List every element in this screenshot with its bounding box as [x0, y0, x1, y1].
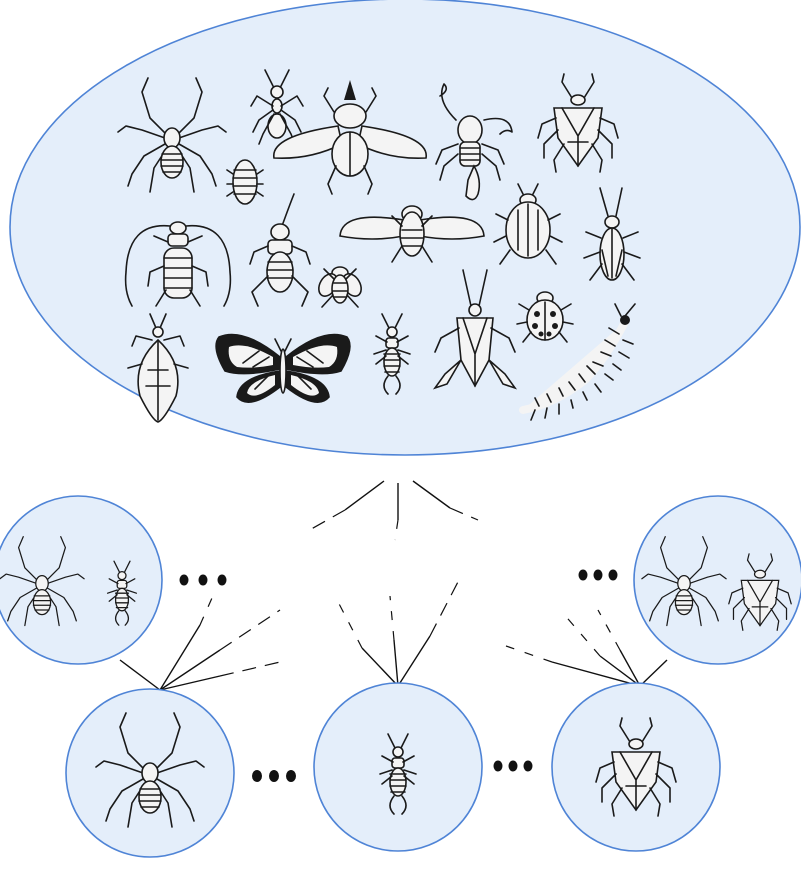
mid-left-node — [0, 496, 162, 664]
bottom-node-spider — [66, 689, 234, 857]
edge-f-dash — [598, 610, 620, 650]
edge-a-dash — [200, 598, 212, 625]
edge-d-dash — [506, 646, 552, 662]
edge-root-left-dash — [306, 510, 345, 532]
edge-center-3 — [398, 636, 430, 686]
edge-root-center-dash — [395, 520, 398, 540]
root-node — [10, 0, 800, 455]
edge-center-2 — [394, 640, 398, 686]
ellipsis-bottom-left — [252, 770, 296, 782]
edge-b — [160, 650, 220, 690]
edge-midleft-bottomleft — [120, 660, 160, 690]
edge-root-right — [413, 481, 450, 508]
edges — [120, 481, 667, 690]
edge-center-1-dash — [336, 598, 362, 648]
edge-center-1 — [362, 648, 398, 686]
edge-e-dash — [562, 612, 600, 656]
edge-a — [160, 625, 200, 690]
edge-center-2-dash — [390, 596, 394, 640]
bottom-node-stink-bug — [552, 683, 720, 851]
edge-b-dash — [220, 610, 280, 650]
edge-root-left — [345, 481, 384, 510]
edge-e — [600, 656, 640, 686]
ellipsis-bottom-right — [494, 761, 533, 772]
edge-d — [552, 662, 640, 686]
ellipsis-mid-right — [579, 570, 618, 581]
edge-c — [160, 676, 220, 690]
ellipsis-mid-left — [180, 575, 227, 586]
edge-midright-bottomright — [640, 660, 667, 686]
edge-c-dash — [220, 662, 280, 676]
mid-right-node — [634, 496, 801, 664]
edge-center-3-dash — [430, 578, 460, 636]
edge-f — [620, 650, 640, 686]
edge-root-right-dash — [450, 508, 478, 520]
bottom-node-earwig — [314, 683, 482, 851]
